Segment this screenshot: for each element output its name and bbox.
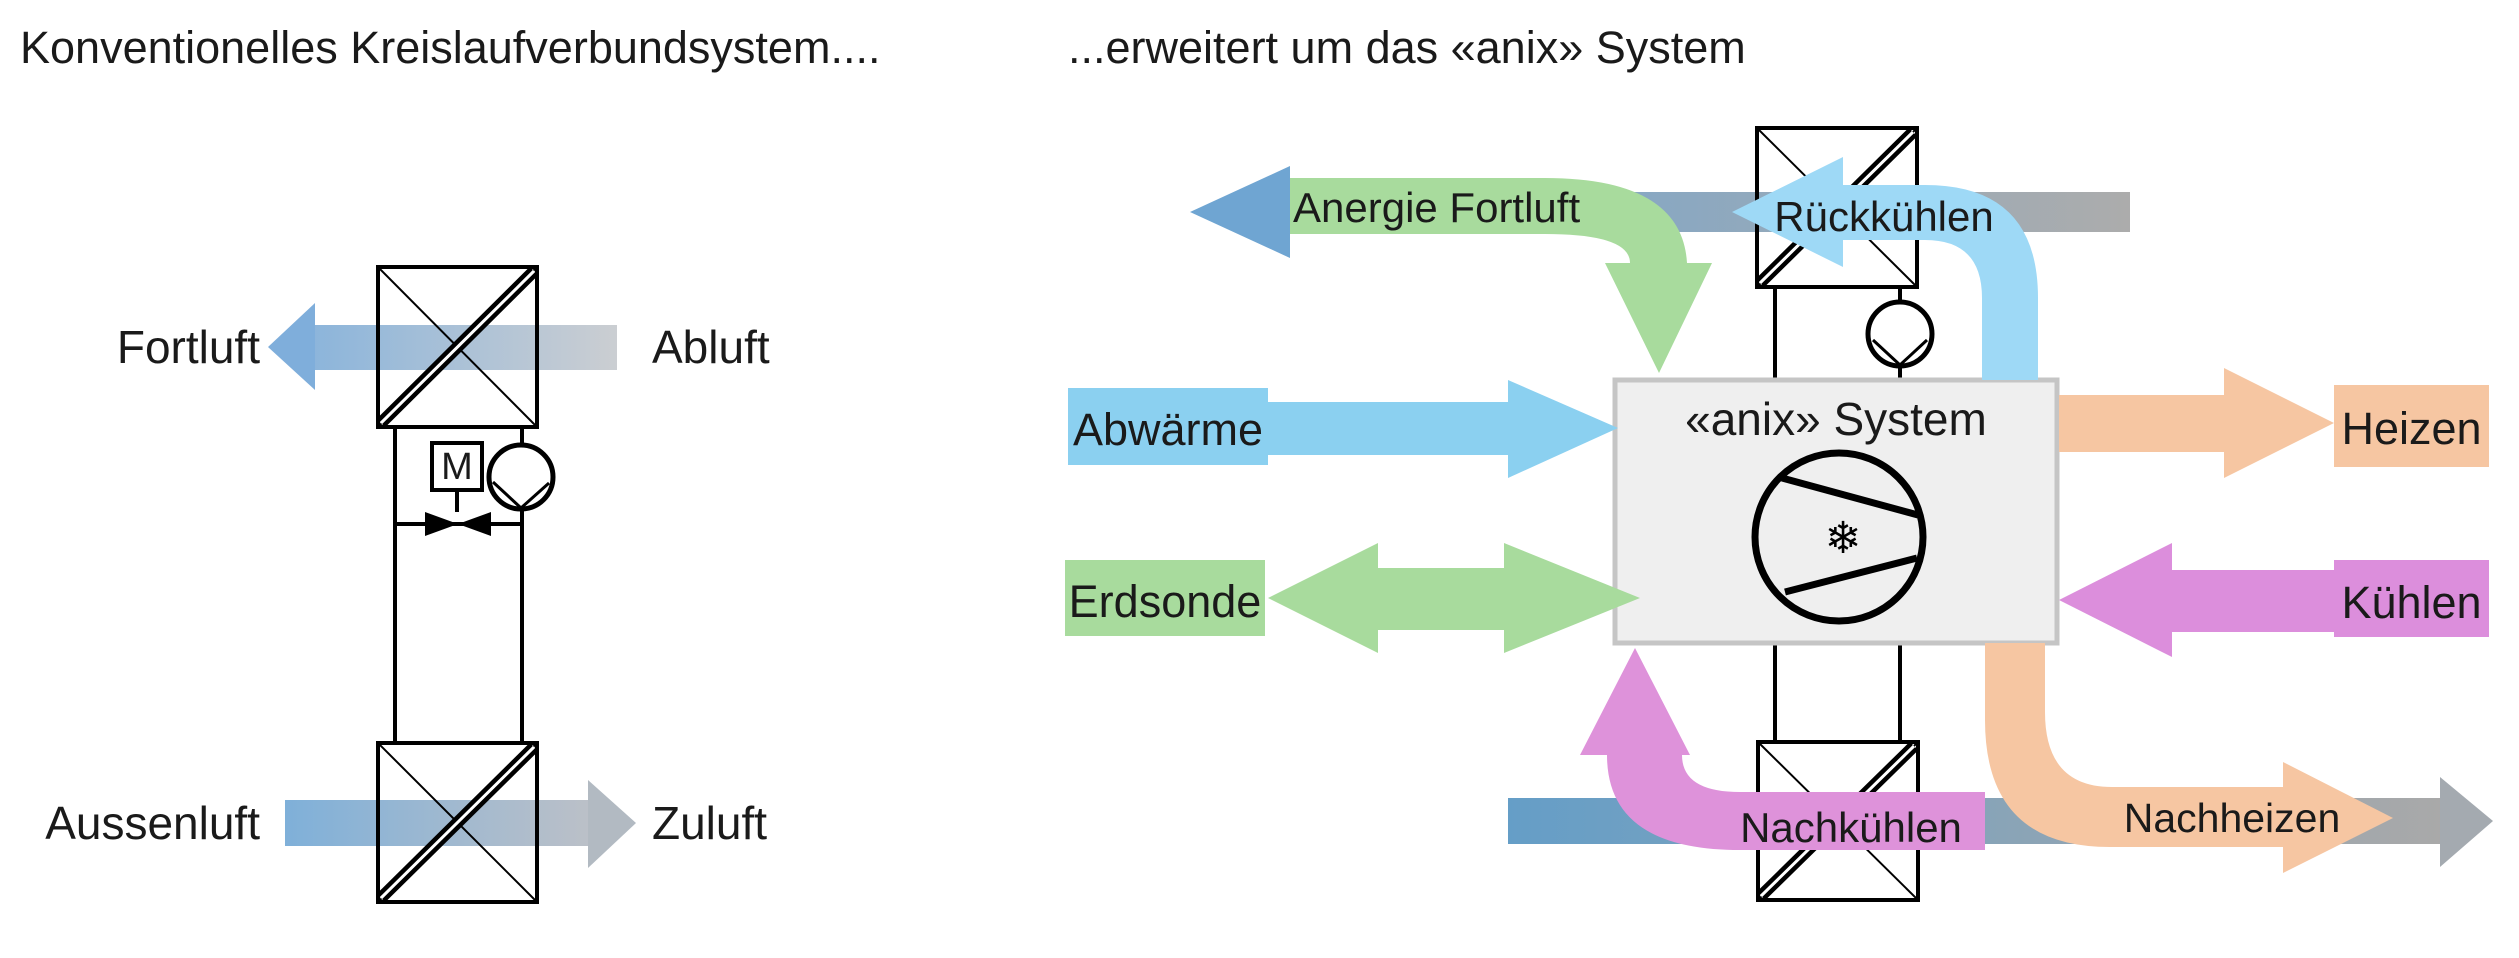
nachkuehlen-label: Nachkühlen	[1740, 804, 1962, 851]
pump-icon	[486, 442, 556, 512]
erdsonde-arrow	[1065, 543, 1640, 653]
heizen-label: Heizen	[2341, 403, 2482, 454]
anergie-fortluft-arrow	[1290, 178, 1712, 373]
valve-icon	[425, 512, 491, 536]
rueckkuehlen-arrow	[1732, 157, 2038, 380]
compressor-icon	[1751, 449, 1927, 625]
zuluft-arrowhead-icon	[588, 780, 636, 868]
anergie-fortluft-label: Anergie Fortluft	[1293, 184, 1581, 231]
rueckkuehlen-label: Rückkühlen	[1774, 193, 1994, 240]
abwaerme-label: Abwärme	[1072, 404, 1264, 455]
zuluft-label: Zuluft	[652, 797, 768, 849]
left-diagram-title: Konventionelles Kreislaufverbundsystem..…	[20, 22, 881, 73]
erdsonde-label: Erdsonde	[1068, 576, 1262, 627]
fortluft-arrow	[268, 303, 617, 390]
heat-exchanger-bottom-left-icon	[376, 741, 539, 904]
heat-exchanger-top-left-icon	[376, 265, 539, 429]
nachheizen-label: Nachheizen	[2123, 795, 2341, 841]
motor-label: M	[441, 446, 473, 488]
nachheizen-arrow	[1985, 643, 2393, 873]
right-diagram-title: ...erweitert um das «anix» System	[1068, 22, 1746, 73]
snowflake-icon: ❄	[1825, 514, 1862, 563]
zuluft-duct-arrowhead-icon	[2440, 777, 2493, 867]
motor-icon	[430, 441, 484, 492]
kuehlen-label: Kühlen	[2341, 577, 2482, 628]
fortluft-arrowhead-icon	[268, 303, 315, 390]
anix-system-box	[1612, 377, 2060, 646]
fortluft-label: Fortluft	[116, 321, 260, 373]
anix-bottom-piping	[1773, 643, 1902, 742]
abwaerme-arrow	[1068, 380, 1618, 478]
abluft-label: Abluft	[652, 321, 770, 373]
fortluft-duct-arrowhead-icon	[1190, 166, 1290, 258]
pump-right-icon	[1865, 299, 1935, 369]
coil-piping	[393, 427, 524, 743]
anix-system-title: «anix» System	[1685, 393, 1987, 445]
aussenluft-label: Aussenluft	[45, 797, 260, 849]
kuehlen-arrow	[2059, 543, 2489, 657]
nachkuehlen-arrow	[1580, 648, 1985, 850]
heizen-arrow	[2059, 368, 2489, 478]
